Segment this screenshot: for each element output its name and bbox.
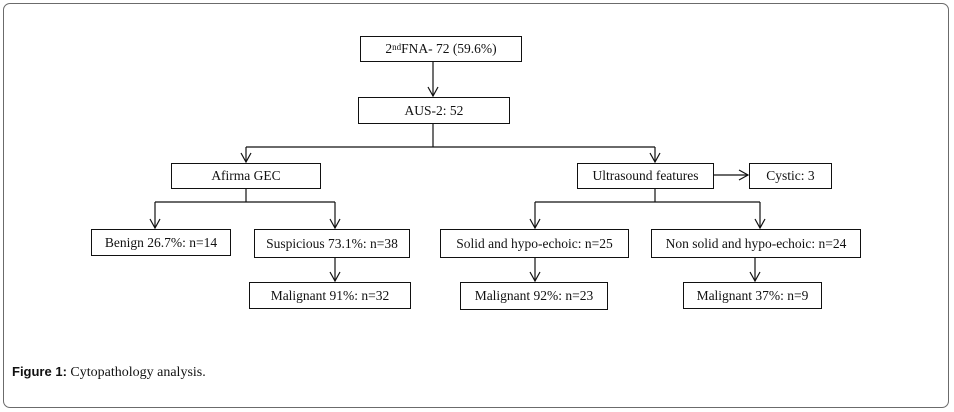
node-ultrasound-features-label: Ultrasound features: [592, 168, 699, 184]
node-malignant-suspicious-label: Malignant 91%: n=32: [270, 287, 390, 303]
node-malignant-nonsolid-label: Malignant 37%: n=9: [696, 287, 809, 303]
figure-caption-label: Figure 1:: [12, 364, 67, 379]
figure-frame: [3, 3, 949, 408]
figure-caption: Figure 1: Cytopathology analysis.: [12, 364, 206, 381]
node-second-fna-text: FNA- 72 (59.6%): [401, 41, 497, 57]
figure-caption-text: Cytopathology analysis.: [66, 365, 206, 380]
node-nonsolid-hypoechoic-label: Non solid and hypo-echoic: n=24: [665, 235, 847, 251]
node-afirma-gec: Afirma GEC: [171, 163, 321, 189]
node-aus-label: AUS-2: 52: [404, 102, 464, 118]
node-nonsolid-hypoechoic: Non solid and hypo-echoic: n=24: [651, 229, 861, 258]
node-second-fna-superscript: nd: [392, 41, 402, 52]
node-cystic: Cystic: 3: [749, 163, 832, 189]
node-second-fna-prefix: 2: [385, 41, 393, 57]
node-malignant-solid: Malignant 92%: n=23: [460, 282, 608, 310]
node-malignant-suspicious: Malignant 91%: n=32: [249, 282, 411, 309]
node-suspicious-label: Suspicious 73.1%: n=38: [266, 235, 398, 251]
node-afirma-gec-label: Afirma GEC: [211, 168, 281, 184]
node-benign-label: Benign 26.7%: n=14: [104, 234, 218, 250]
node-malignant-nonsolid: Malignant 37%: n=9: [683, 282, 822, 309]
node-solid-hypoechoic: Solid and hypo-echoic: n=25: [440, 229, 629, 258]
node-benign: Benign 26.7%: n=14: [91, 229, 231, 256]
node-solid-hypoechoic-label: Solid and hypo-echoic: n=25: [456, 235, 613, 251]
node-suspicious: Suspicious 73.1%: n=38: [254, 229, 410, 258]
node-ultrasound-features: Ultrasound features: [577, 163, 714, 189]
node-aus: AUS-2: 52: [358, 97, 510, 124]
node-cystic-label: Cystic: 3: [766, 168, 815, 184]
node-malignant-solid-label: Malignant 92%: n=23: [474, 288, 594, 304]
